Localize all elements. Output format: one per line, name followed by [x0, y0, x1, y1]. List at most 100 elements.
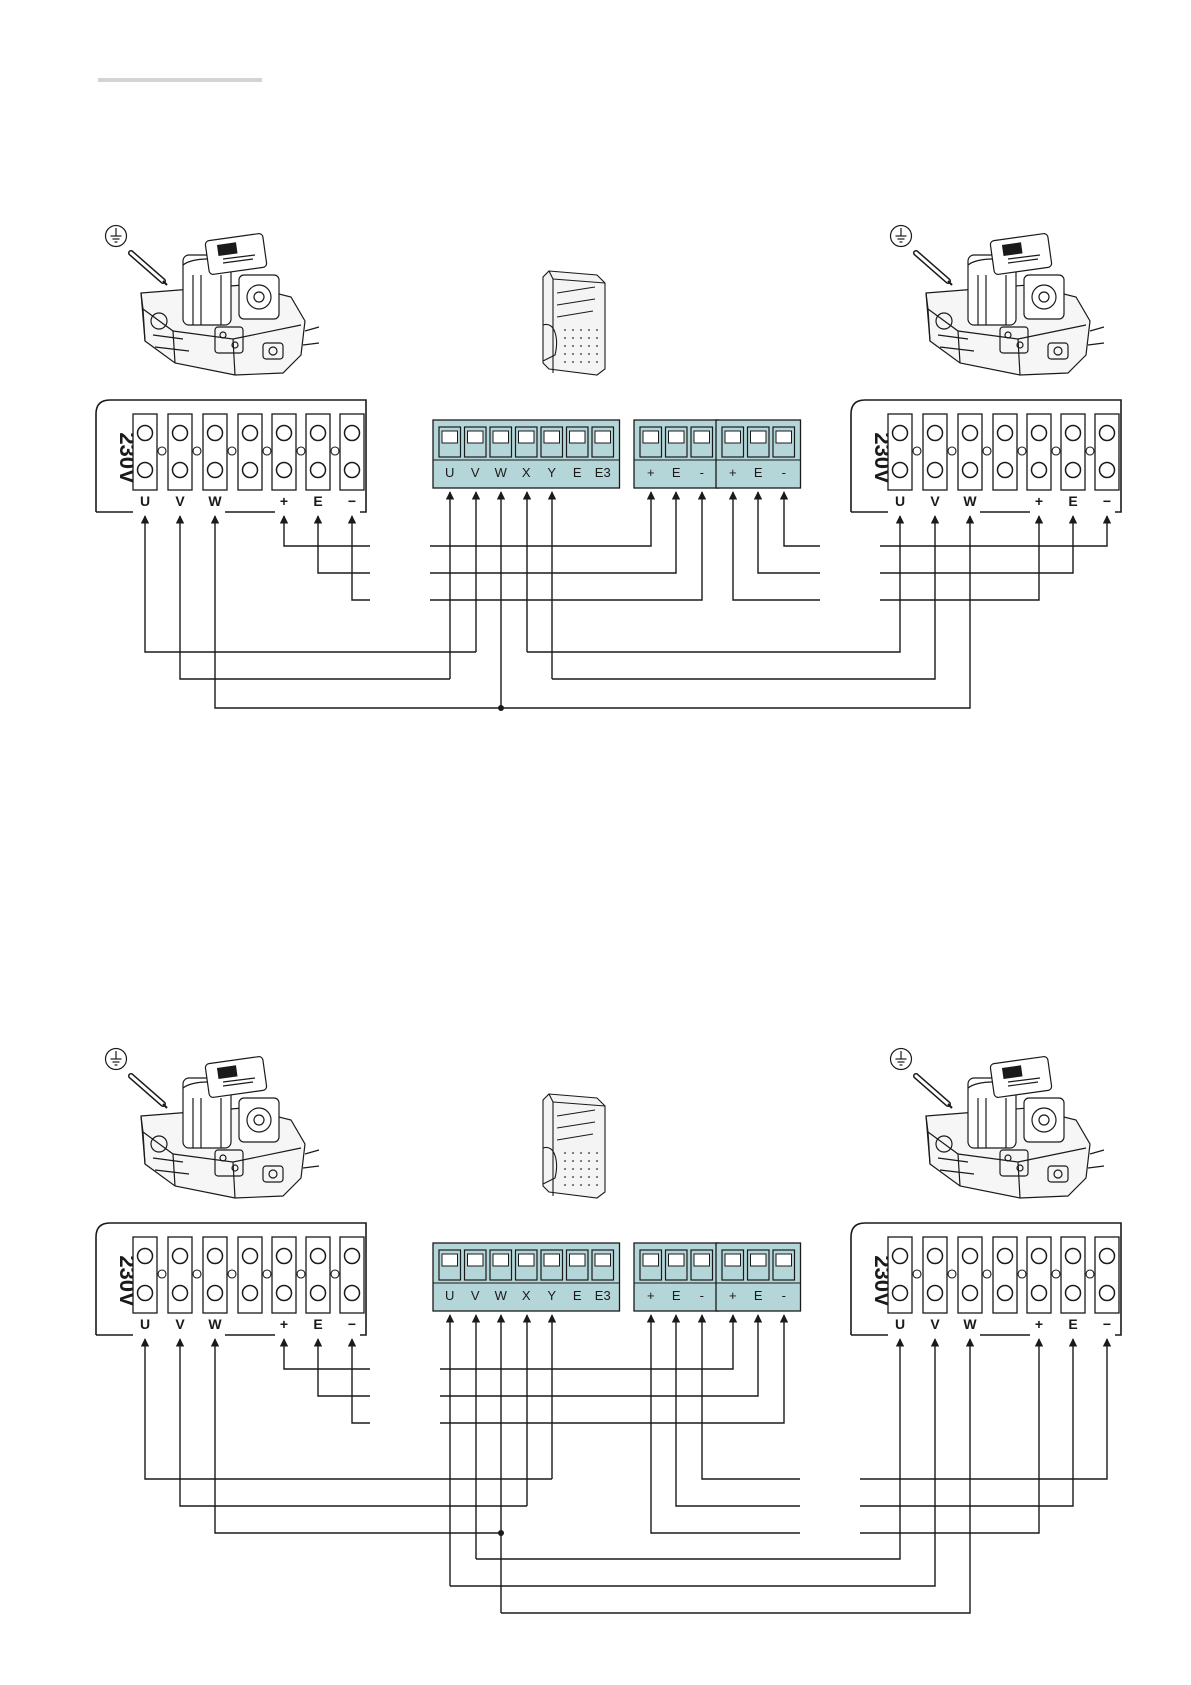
- bottom-right-motor-terminal-label: V: [930, 1316, 940, 1332]
- top-ctrl-encoder-block-2-label: +: [729, 465, 737, 480]
- bottom-ctrl-encoder-block-1-slot-opening: [694, 1254, 710, 1266]
- bottom-ctrl-encoder-block-2-label: +: [729, 1288, 737, 1303]
- wire: [860, 1339, 1107, 1479]
- top-left-motor-terminal-label: +: [280, 493, 288, 509]
- wire: [527, 516, 900, 652]
- bottom-ctrl-motor-block-slot-opening: [468, 1254, 484, 1266]
- wire: [145, 1339, 552, 1479]
- bottom-ctrl-encoder-block-2-slot-opening: [776, 1254, 792, 1266]
- top-ctrl-encoder-block-1-label: E: [672, 465, 681, 480]
- top-left-motor-terminal-label: V: [175, 493, 185, 509]
- bottom-right-motor-bridge: [948, 1270, 956, 1278]
- top-ctrl-encoder-block-1: + E -: [634, 420, 719, 488]
- wire: [860, 1339, 1039, 1533]
- wire: [180, 516, 450, 679]
- wire: [440, 1315, 733, 1369]
- top-ctrl-motor-block-slot-opening: [570, 431, 586, 443]
- wire: [880, 516, 1073, 573]
- wire: [318, 1339, 370, 1396]
- top-ctrl-motor-block-label: W: [495, 465, 508, 480]
- earth-ground-icon: [891, 226, 912, 247]
- bottom-ctrl-encoder-block-2-label: E: [754, 1288, 763, 1303]
- top-right-motor-terminal-label: −: [1103, 493, 1111, 509]
- bottom-ctrl-encoder-block-1-label: -: [700, 1288, 704, 1303]
- top-left-motor-terminal-label: W: [208, 493, 222, 509]
- top-right-motor-bridge: [913, 447, 921, 455]
- top-ctrl-encoder-block-1-label: -: [700, 465, 704, 480]
- top-ctrl-encoder-block-1-slot-opening: [694, 431, 710, 443]
- bottom-left-motor-bridge: [331, 1270, 339, 1278]
- earth-ground-icon: [106, 1049, 127, 1070]
- wire: [784, 492, 820, 546]
- bottom-ctrl-motor-block: UVWXYEE3: [433, 1243, 620, 1311]
- gearmotor-icon: [131, 1056, 319, 1198]
- top-ctrl-motor-block-slot-opening: [595, 431, 611, 443]
- top-left-motor-bridge: [193, 447, 201, 455]
- wire: [676, 1315, 800, 1506]
- top-right-motor-terminal-label: +: [1035, 493, 1043, 509]
- bottom-ctrl-motor-block-label: X: [522, 1288, 531, 1303]
- wire: [352, 516, 370, 600]
- top-ctrl-motor-block-slot-opening: [493, 431, 509, 443]
- bottom-left-motor-terminal-label: E: [313, 1316, 322, 1332]
- top-ctrl-encoder-block-2-label: E: [754, 465, 763, 480]
- top-ctrl-motor-block-label: Y: [547, 465, 556, 480]
- earth-ground-icon: [106, 226, 127, 247]
- bottom-ctrl-encoder-block-2: + E -: [716, 1243, 801, 1311]
- bottom-left-motor-bridge: [297, 1270, 305, 1278]
- wire: [552, 516, 935, 679]
- wire: [702, 1315, 800, 1479]
- top-left-motor-bridge: [228, 447, 236, 455]
- wire: [758, 492, 820, 573]
- bottom-ctrl-encoder-block-1-slot-opening: [669, 1254, 685, 1266]
- top-ctrl-encoder-block-1-slot-opening: [643, 431, 659, 443]
- top-left-motor-terminal-label: E: [313, 493, 322, 509]
- bottom-ctrl-encoder-block-2-label: -: [782, 1288, 786, 1303]
- top-right-motor-terminal-label: U: [895, 493, 905, 509]
- top-ctrl-encoder-block-1-label: +: [647, 465, 655, 480]
- bottom-ctrl-motor-block-slot-opening: [595, 1254, 611, 1266]
- bottom-right-motor-bridge: [983, 1270, 991, 1278]
- wire: [880, 516, 1039, 600]
- top-left-motor-bridge: [331, 447, 339, 455]
- bottom-ctrl-motor-block-slot-opening: [493, 1254, 509, 1266]
- wire: [430, 492, 651, 546]
- bottom-left-motor-bridge: [158, 1270, 166, 1278]
- top-left-motor-bridge: [158, 447, 166, 455]
- top-left-motor-terminal-label: −: [348, 493, 356, 509]
- top-ctrl-encoder-block-2-slot-opening: [776, 431, 792, 443]
- junction-dot: [498, 705, 504, 711]
- bottom-left-motor-terminal-label: +: [280, 1316, 288, 1332]
- bottom-right-motor-terminal-label: −: [1103, 1316, 1111, 1332]
- wire: [440, 1315, 758, 1396]
- bottom-right-motor-terminal-label: E: [1068, 1316, 1077, 1332]
- earth-ground-icon: [891, 1049, 912, 1070]
- wiring: [145, 492, 1107, 1613]
- top-right-motor-bridge: [1086, 447, 1094, 455]
- bottom-ctrl-motor-block-slot-opening: [544, 1254, 560, 1266]
- bottom-left-motor-bridge: [263, 1270, 271, 1278]
- bottom-ctrl-motor-block-label: E: [573, 1288, 582, 1303]
- top-right-motor-terminal-label: W: [963, 493, 977, 509]
- wire: [430, 492, 676, 573]
- bottom-ctrl-motor-block-slot-opening: [442, 1254, 458, 1266]
- bottom-ctrl-encoder-block-1-label: +: [647, 1288, 655, 1303]
- bottom-left-motor-bridge: [228, 1270, 236, 1278]
- top-ctrl-motor-block-slot-opening: [442, 431, 458, 443]
- gearmotor-icon: [916, 233, 1104, 375]
- bottom-ctrl-encoder-block-1: + E -: [634, 1243, 719, 1311]
- top-right-motor-bridge: [1018, 447, 1026, 455]
- top-ctrl-encoder-block-2: +E-: [716, 420, 801, 488]
- gearmotor-icon: [131, 233, 319, 375]
- top-right-motor-bridge: [983, 447, 991, 455]
- bottom-ctrl-encoder-block-1-label: E: [672, 1288, 681, 1303]
- bottom-ctrl-motor-block-label: U: [445, 1288, 454, 1303]
- wire: [651, 1315, 800, 1533]
- top-ctrl-motor-block-slot-opening: [544, 431, 560, 443]
- wire: [145, 516, 476, 652]
- wire: [476, 1339, 900, 1559]
- top-ctrl-motor-block-label: E3: [595, 465, 611, 480]
